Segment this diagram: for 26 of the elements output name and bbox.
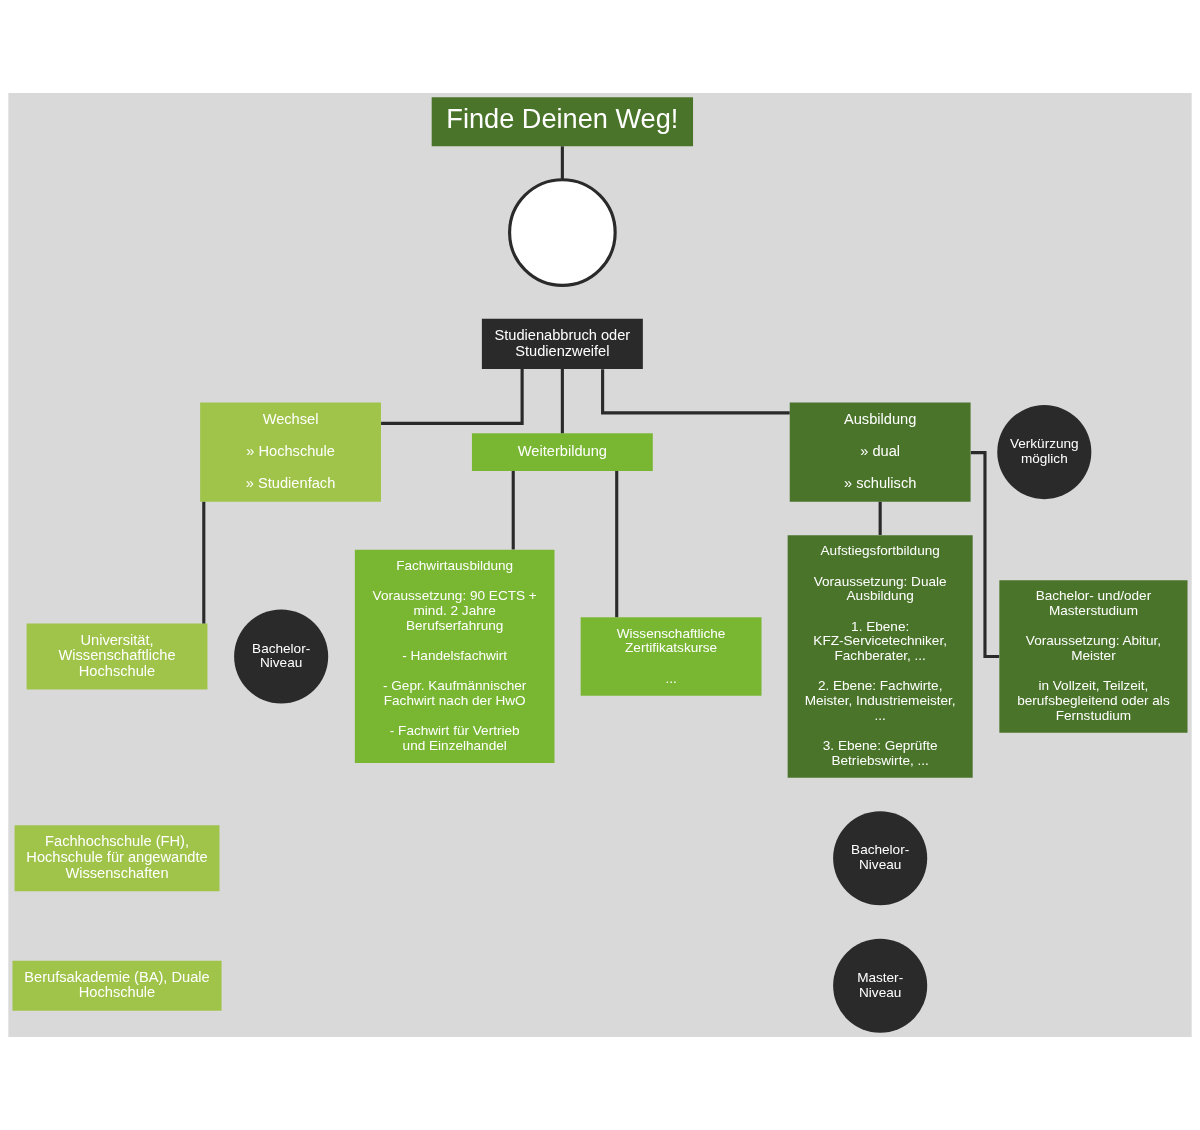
- connector: [615, 470, 619, 618]
- node-box: Weiterbildung: [471, 433, 653, 471]
- node-box: Wechsel » Hochschule » Studienfach: [200, 402, 381, 502]
- connector: [511, 470, 515, 550]
- node-box: Universität, Wissenschaftliche Hochschule: [26, 623, 208, 690]
- connector: [970, 451, 1000, 659]
- node-box: Wissenschaftliche Zertifikatskurse ...: [580, 617, 762, 696]
- node-box: Fachwirtausbildung Voraussetzung: 90 ECTS + mind. 2 Jahre Berufserfahrung - Handelsfachwirt - Gepr. Kaufmännischer Fachwirt nach der HwO - Fachwirt für Vertrieb und Einzelhandel: [354, 549, 555, 764]
- node-circle: Bachelor-Niveau: [833, 811, 928, 906]
- connector: [202, 501, 206, 624]
- node-box: Ausbildung » dual » schulisch: [789, 402, 971, 502]
- node-box: Bachelor- und/oder Masterstudium Voraussetzung: Abitur, Meister in Vollzeit, Teilzeit, berufsbegleitend oder als Fernstudium: [999, 580, 1188, 733]
- node-box: Berufsakademie (BA), Duale Hochschule: [12, 960, 222, 1011]
- connector: [601, 369, 790, 415]
- node-circle: Master-Niveau: [833, 938, 928, 1033]
- node-circle: Verkürzung möglich: [997, 405, 1092, 500]
- connector: [381, 369, 524, 425]
- connector: [878, 501, 882, 535]
- connector: [560, 146, 564, 180]
- node-box: Fachhochschule (FH), Hochschule für angewandte Wissenschaften: [14, 825, 220, 892]
- node-box: Aufstiegsfortbildung Voraussetzung: Duale Ausbildung 1. Ebene: KFZ-Servicetechniker, Fachberater, ... 2. Ebene: Fachwirte, Meister, Industriemeister, ... 3. Ebene: Geprüfte Betriebswirte, ...: [787, 535, 973, 778]
- node-box: Finde Deinen Weg!: [431, 97, 694, 147]
- connector: [560, 369, 564, 434]
- node-box: Studienabbruch oder Studienzweifel: [481, 318, 643, 369]
- node-circle: Bachelor-Niveau: [234, 609, 329, 704]
- node-circle: [508, 178, 617, 287]
